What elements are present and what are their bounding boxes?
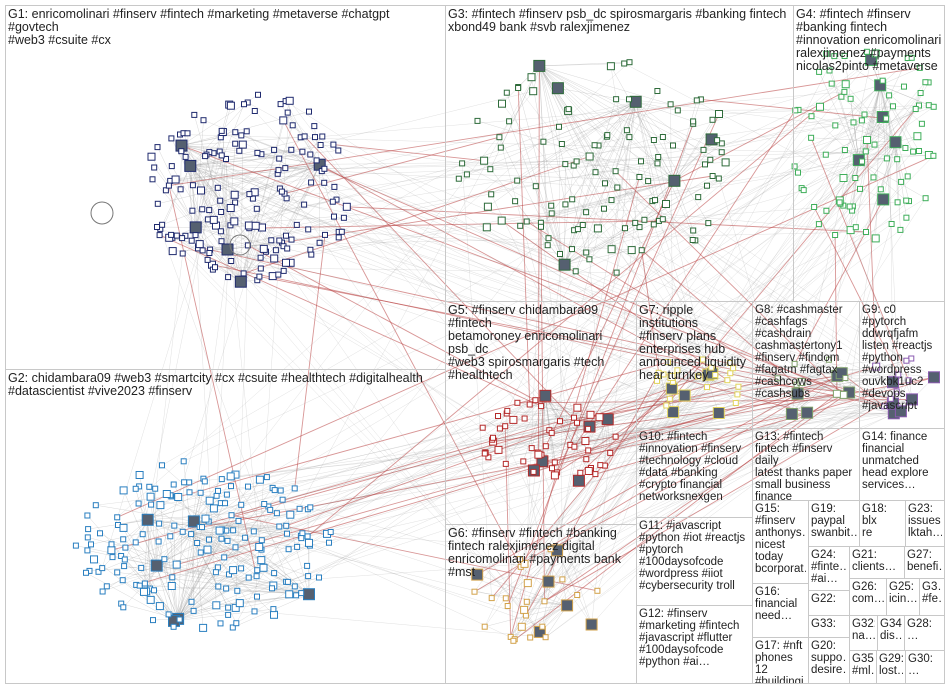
group-label-g25: G25: icin… [889, 581, 917, 605]
group-label-g7: G7: ripple institutions #finserv plans e… [639, 304, 750, 382]
group-label-g15: G15: #finserv anthonys… nicest today bco… [755, 503, 806, 575]
group-box-g3: G3: #fintech #finserv psb_dc spirosmarga… [445, 5, 794, 302]
group-label-g11: G11: #javascript #python #iot #reactjs #… [639, 520, 750, 592]
group-box-g6: G6: #finserv #fintech #banking fintech r… [445, 524, 637, 684]
group-label-g3: G3: #fintech #finserv psb_dc spirosmarga… [448, 8, 791, 34]
group-box-g26: G26: com… [849, 578, 887, 616]
group-label-g2: G2: chidambara09 #web3 #smartcity #cx #c… [8, 372, 443, 398]
group-label-g9: G9: c0 #pytorch ddwrqfjafm listen #react… [862, 304, 942, 412]
group-label-g16: G16: financial need… [755, 586, 806, 622]
group-label-g24: G24: #finte… #ai… [811, 549, 847, 585]
group-label-g18: G18: blx re [862, 503, 903, 539]
group-box-g29: G29: lost… [876, 650, 906, 684]
group-label-g19: G19: paypal swanbit… [811, 503, 857, 539]
group-label-g30: G30: … [908, 653, 942, 677]
group-label-g28: G28: … [907, 618, 942, 642]
group-label-g1: G1: enricomolinari #finserv #fintech #ma… [8, 8, 443, 47]
group-label-g4: G4: #fintech #finserv #banking fintech #… [796, 8, 942, 73]
group-box-g31: G3… #fe… [919, 578, 945, 616]
group-box-g13: G13: #fintech fintech #finserv daily lat… [752, 428, 860, 501]
group-box-g25: G25: icin… [886, 578, 920, 616]
group-box-g10: G10: #fintech #innovation #finserv #tech… [636, 428, 753, 518]
group-box-g28: G28: … [904, 615, 945, 651]
group-box-g35: G35: #ml… [849, 650, 877, 684]
group-box-g11: G11: #javascript #python #iot #reactjs #… [636, 517, 753, 606]
group-label-g34: G34: dis… [880, 618, 902, 642]
group-label-g14: G14: finance financial unmatched head ex… [862, 431, 942, 491]
group-label-g32: G32: na… [852, 618, 875, 642]
group-box-g14: G14: finance financial unmatched head ex… [859, 428, 945, 501]
group-label-g22: G22: [811, 593, 847, 605]
group-box-g4: G4: #fintech #finserv #banking fintech #… [793, 5, 945, 302]
group-box-g20: G20: suppo… desire… [808, 637, 850, 684]
group-box-g2: G2: chidambara09 #web3 #smartcity #cx #c… [5, 369, 446, 684]
group-box-g24: G24: #finte… #ai… [808, 546, 850, 591]
group-label-g23: G23: issues lktah… [908, 503, 942, 539]
group-label-g12: G12: #finserv #marketing #fintech #javas… [639, 608, 750, 668]
group-box-g27: G27: benefi… [904, 546, 945, 579]
group-label-g33: G33: [811, 618, 847, 630]
group-label-g27: G27: benefi… [907, 549, 942, 573]
group-box-g34: G34: dis… [877, 615, 905, 651]
group-label-g13: G13: #fintech fintech #finserv daily lat… [755, 431, 857, 501]
group-box-g8: G8: #cashmaster #cashfags #cashdrain cas… [752, 301, 860, 429]
group-box-g21: G21: clients… [849, 546, 905, 579]
group-label-g26: G26: com… [852, 581, 884, 605]
group-label-g35: G35: #ml… [852, 653, 874, 677]
group-box-g23: G23: issues lktah… [905, 500, 945, 547]
group-box-g5: G5: #finserv chidambara09 #fintech betam… [445, 301, 637, 525]
group-label-g6: G6: #finserv #fintech #banking fintech r… [448, 527, 634, 579]
group-label-g21: G21: clients… [852, 549, 902, 573]
group-box-g1: G1: enricomolinari #finserv #fintech #ma… [5, 5, 446, 370]
group-label-g8: G8: #cashmaster #cashfags #cashdrain cas… [755, 304, 857, 400]
group-box-g32: G32: na… [849, 615, 878, 651]
group-box-g12: G12: #finserv #marketing #fintech #javas… [636, 605, 753, 684]
group-box-g19: G19: paypal swanbit… [808, 500, 860, 547]
group-label-g5: G5: #finserv chidambara09 #fintech betam… [448, 304, 634, 382]
group-box-g9: G9: c0 #pytorch ddwrqfjafm listen #react… [859, 301, 945, 429]
group-box-g16: G16: financial need… [752, 583, 809, 638]
group-label-g17: G17: #nft phones 12 #buildingi… [755, 640, 806, 684]
group-box-g7: G7: ripple institutions #finserv plans e… [636, 301, 753, 429]
group-label-g31: G3… #fe… [922, 581, 942, 605]
group-box-g15: G15: #finserv anthonys… nicest today bco… [752, 500, 809, 584]
group-box-g18: G18: blx re [859, 500, 906, 547]
group-box-g30: G30: … [905, 650, 945, 684]
group-box-g17: G17: #nft phones 12 #buildingi… [752, 637, 809, 684]
group-label-g10: G10: #fintech #innovation #finserv #tech… [639, 431, 750, 503]
group-box-g33: G33: [808, 615, 850, 638]
group-label-g29: G29: lost… [879, 653, 903, 677]
group-label-g20: G20: suppo… desire… [811, 640, 847, 676]
